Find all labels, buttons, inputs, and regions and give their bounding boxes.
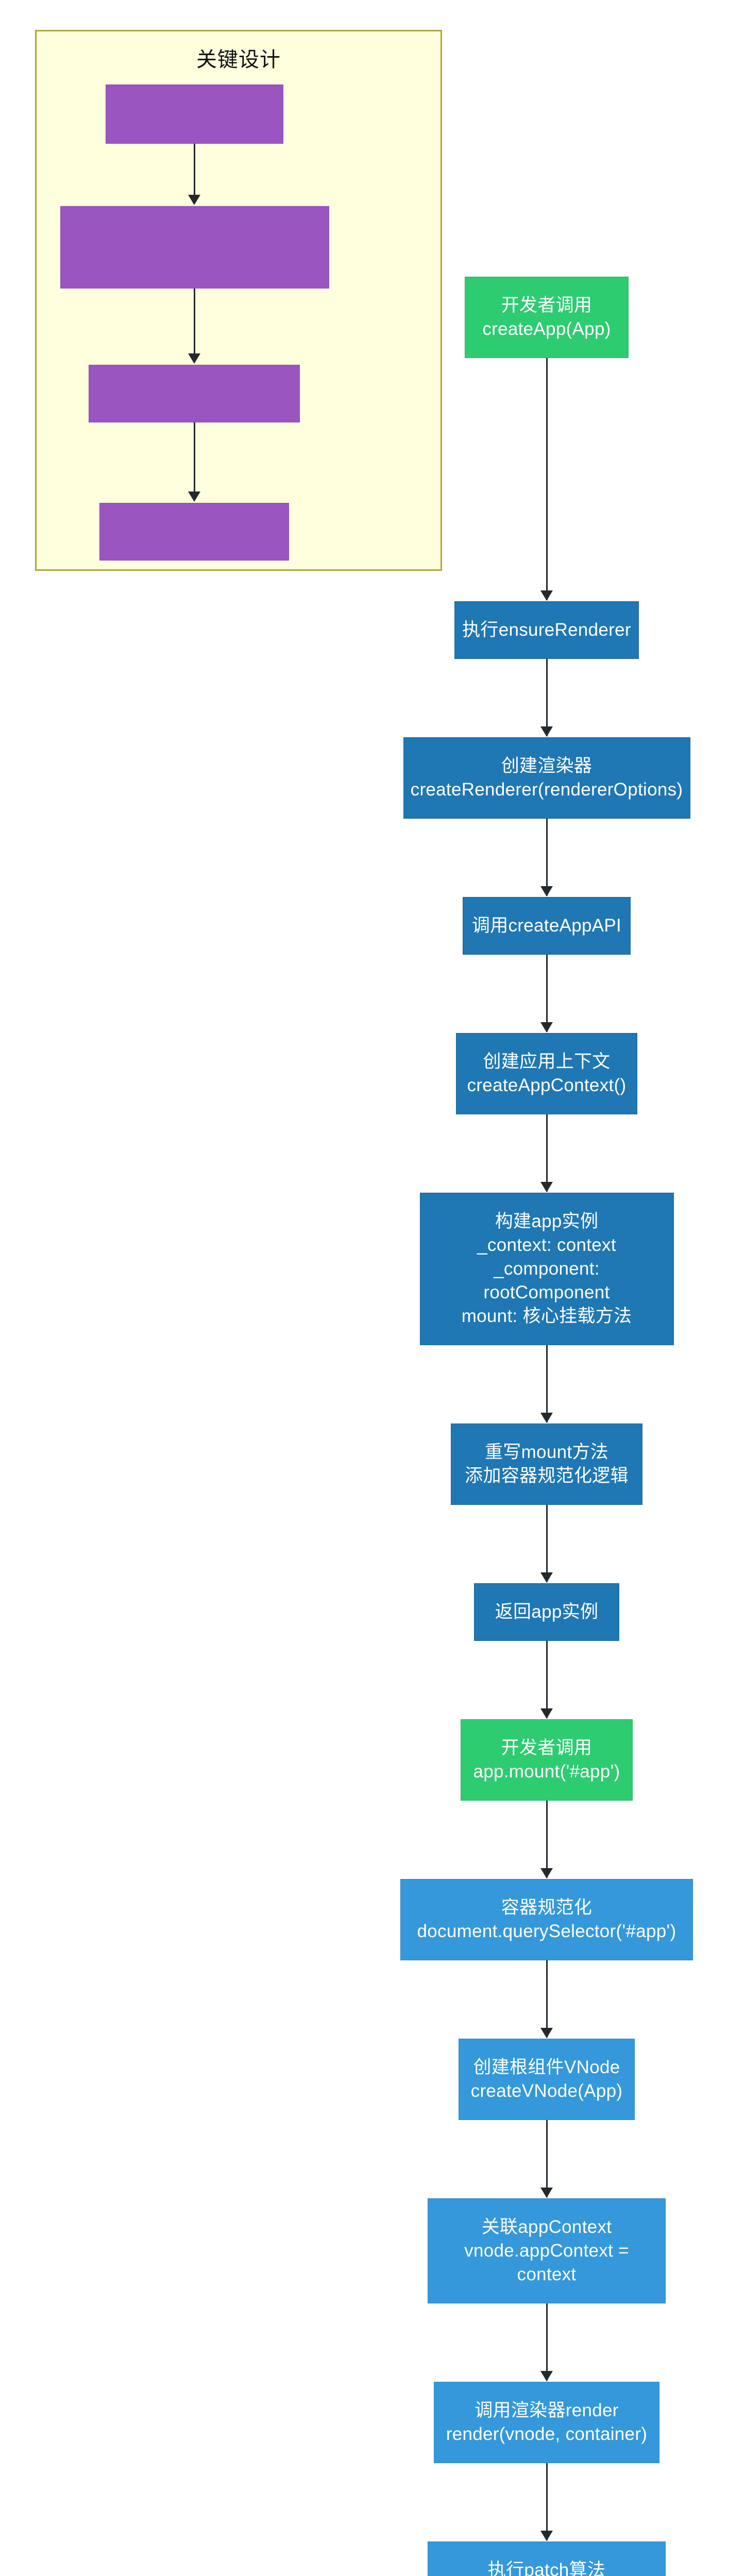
node-line: 调用createAppAPI <box>471 915 622 936</box>
arrow-f11-f12 <box>540 2188 553 2198</box>
edge-f04-f05 <box>546 955 548 1032</box>
node-line: createAppContext() <box>467 1075 627 1095</box>
arrow-f13-f14 <box>540 2531 553 2541</box>
arrow-f01-f02 <box>540 590 553 601</box>
node-line: createRenderer(rendererOptions) <box>410 779 683 800</box>
node-f14[interactable]: 执行patch算法patch(null, vnode,container) <box>428 2541 666 2576</box>
node-line: app.mount('#app') <box>473 1761 620 1782</box>
arrow-f09-f10 <box>540 1868 553 1878</box>
edge-f01-f02 <box>546 358 548 600</box>
node-line: document.querySelector('#app') <box>417 1921 676 1941</box>
node-line: 执行ensureRenderer <box>462 619 631 640</box>
node-line: 创建根组件VNode <box>473 2057 620 2077</box>
arrow-f08-f09 <box>540 1708 553 1719</box>
node-line: 关联appContext <box>481 2216 612 2237</box>
node-line: vnode.appContext = <box>464 2240 629 2261</box>
edge-k3-k4 <box>194 422 195 493</box>
arrow-f04-f05 <box>540 1022 553 1032</box>
arrow-f12-f13 <box>540 2371 553 2381</box>
edge-f02-f03 <box>546 659 548 736</box>
node-line: context <box>517 2264 577 2285</box>
arrow-f10-f11 <box>540 2028 553 2038</box>
node-line: 执行patch算法 <box>487 2560 606 2576</box>
node-line: 开发者调用 <box>501 1737 592 1758</box>
node-line: render(vnode, container) <box>446 2424 648 2444</box>
node-line: _component: <box>494 1258 600 1279</box>
arrow-f03-f04 <box>540 886 553 896</box>
edge-k2-k3 <box>194 289 195 354</box>
arrow-k1-k2 <box>188 195 200 205</box>
node-f01[interactable]: 开发者调用 createApp(App) <box>465 277 629 358</box>
arrow-f07-f08 <box>540 1572 553 1583</box>
edge-f08-f09 <box>546 1641 548 1718</box>
node-f10[interactable]: 容器规范化 document.querySelector('#app') <box>400 1879 693 1960</box>
arrow-k2-k3 <box>188 353 200 364</box>
arrow-k3-k4 <box>188 492 200 502</box>
edge-f06-f07 <box>546 1345 548 1422</box>
node-line: 调用渲染器render <box>475 2400 619 2420</box>
node-f06[interactable]: 构建app实例 _context: context _component: rootC… <box>419 1193 674 1345</box>
node-f13[interactable]: 调用渲染器render render(vnode, container) <box>434 2382 659 2463</box>
edge-f09-f10 <box>546 1801 548 1878</box>
node-app-context-isolation[interactable] <box>106 84 283 144</box>
node-f07[interactable]: 重写mount方法添加容器规范化逻辑 <box>451 1423 642 1505</box>
node-line: 构建app实例 <box>495 1211 599 1231</box>
node-micro-frontend-friendly[interactable] <box>99 503 289 561</box>
edge-f13-f14 <box>546 2463 548 2540</box>
edge-k1-k2 <box>194 144 195 196</box>
node-line: mount: 核心挂载方法 <box>461 1306 632 1327</box>
arrow-f06-f07 <box>540 1413 553 1423</box>
node-f08[interactable]: 返回app实例 <box>474 1583 619 1641</box>
node-multi-vue-instances[interactable] <box>89 365 300 422</box>
node-f04[interactable]: 调用createAppAPI <box>463 897 631 955</box>
node-line: 开发者调用 <box>501 295 592 315</box>
node-f11[interactable]: 创建根组件VNode createVNode(App) <box>459 2039 635 2120</box>
node-f09[interactable]: 开发者调用 app.mount('#app') <box>461 1719 633 1801</box>
edge-f11-f12 <box>546 2120 548 2197</box>
node-line: createApp(App) <box>482 319 611 339</box>
arrow-f05-f06 <box>540 1182 553 1192</box>
subgraph-title: 关键设计 <box>196 48 281 71</box>
edge-f10-f11 <box>546 1960 548 2038</box>
node-line: 添加容器规范化逻辑 <box>465 1466 629 1486</box>
node-f05[interactable]: 创建应用上下文 createAppContext() <box>456 1033 637 1114</box>
node-f02[interactable]: 执行ensureRenderer <box>454 601 639 659</box>
node-line: 重写mount方法 <box>485 1442 608 1462</box>
node-f03[interactable]: 创建渲染器 createRenderer(rendererOptions) <box>403 737 690 819</box>
node-f12[interactable]: 关联appContext vnode.appContext = context <box>428 2198 666 2303</box>
edge-f05-f06 <box>546 1114 548 1192</box>
node-line: 容器规范化 <box>501 1897 592 1918</box>
node-line: _context: context <box>477 1234 616 1255</box>
node-line: createVNode(App) <box>470 2081 623 2101</box>
edge-f03-f04 <box>546 819 548 896</box>
edge-f12-f13 <box>546 2303 548 2381</box>
edge-f07-f08 <box>546 1505 548 1582</box>
node-independent-components[interactable] <box>60 206 329 289</box>
arrow-f02-f03 <box>540 726 553 737</box>
node-line: 创建应用上下文 <box>483 1051 611 1072</box>
node-line: rootComponent <box>483 1282 610 1303</box>
node-line: 返回app实例 <box>495 1601 599 1622</box>
node-line: 创建渲染器 <box>501 755 592 776</box>
